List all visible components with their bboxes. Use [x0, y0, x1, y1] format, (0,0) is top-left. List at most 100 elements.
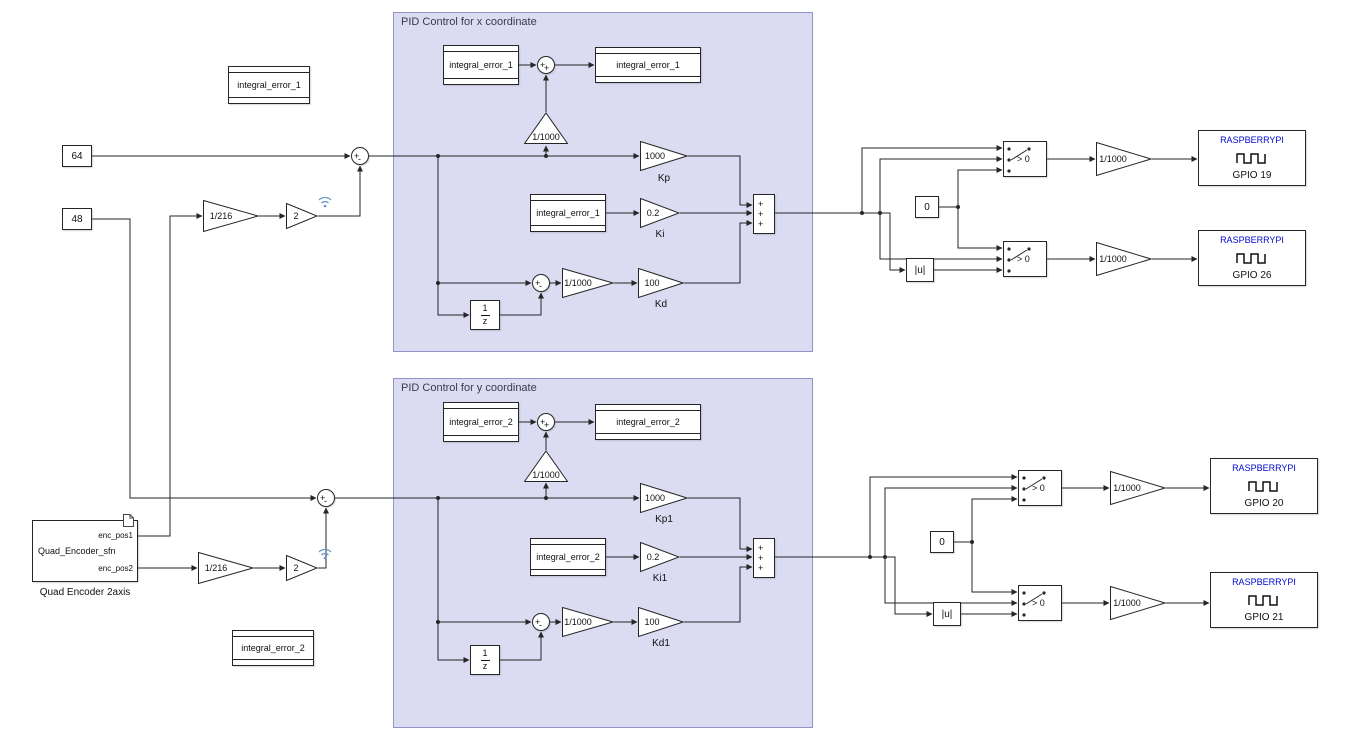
raspberrypi-label: RASPBERRYPI [1232, 577, 1296, 587]
data-store-write-y[interactable]: integral_error_2 [595, 404, 701, 440]
gain-ki-x[interactable]: 0.2 [640, 197, 681, 229]
sum-derivative-x[interactable]: + - [532, 274, 550, 292]
abs-label: |u| [914, 264, 926, 276]
gain-kd-y-label: Kd1 [652, 638, 670, 649]
gain-triangle [562, 606, 615, 638]
constant-value: 64 [71, 150, 83, 162]
gpio-label: GPIO 21 [1244, 612, 1284, 623]
switch-reverse-x[interactable]: > 0 [1003, 241, 1047, 277]
data-store-write-x[interactable]: integral_error_1 [595, 47, 701, 83]
gain-triangle [1110, 470, 1167, 506]
gain-integrator-y[interactable]: 1/1000 [523, 450, 569, 482]
gain-triangle [523, 450, 569, 482]
gain-output-reverse-x[interactable]: 1/1000 [1096, 241, 1153, 277]
gain-output-forward-y[interactable]: 1/1000 [1110, 470, 1167, 506]
constant-48[interactable]: 48 [62, 208, 92, 230]
gpio26-block[interactable]: RASPBERRYPI GPIO 26 [1198, 230, 1306, 286]
gpio-label: GPIO 26 [1232, 270, 1272, 281]
switch-criteria: > 0 [1017, 154, 1030, 164]
gain-2-x[interactable]: 2 [286, 202, 319, 230]
encoder-name: Quad_Encoder_sfn [38, 546, 116, 556]
switch-forward-x[interactable]: > 0 [1003, 141, 1047, 177]
plus-sign: + [758, 553, 764, 563]
gpio-label: GPIO 19 [1232, 170, 1272, 181]
gain-value: 1000 [645, 493, 665, 503]
switch-glyph [1007, 147, 1031, 173]
raspberrypi-label: RASPBERRYPI [1220, 235, 1284, 245]
abs-label: |u| [941, 608, 953, 620]
fraction-bar [480, 659, 490, 661]
raspberrypi-label: RASPBERRYPI [1232, 463, 1296, 473]
gain-encoder-scale-y[interactable]: 1/216 [198, 551, 255, 585]
gain-kd-x[interactable]: 100 [638, 267, 685, 299]
pwm-icon [1236, 253, 1266, 264]
gain-ki-y[interactable]: 0.2 [640, 541, 681, 573]
sum-error-x[interactable]: + - [351, 147, 369, 165]
gain-2-y[interactable]: 2 [286, 554, 319, 582]
sum-derivative-y[interactable]: + - [532, 613, 550, 631]
data-store-name: integral_error_1 [237, 80, 301, 90]
data-store-name: integral_error_2 [616, 417, 680, 427]
abs-x[interactable]: |u| [906, 258, 934, 282]
gain-value: 1/1000 [1113, 483, 1141, 493]
gain-output-reverse-y[interactable]: 1/1000 [1110, 585, 1167, 621]
data-store-read-y-integrator[interactable]: integral_error_2 [443, 402, 519, 442]
gain-triangle [640, 541, 681, 573]
plus-sign: + [758, 543, 764, 553]
pid-x-region-title: PID Control for x coordinate [401, 16, 537, 28]
gain-triangle [640, 482, 689, 514]
gpio21-block[interactable]: RASPBERRYPI GPIO 21 [1210, 572, 1318, 628]
switch-reverse-y[interactable]: > 0 [1018, 585, 1062, 621]
gain-value: 100 [644, 617, 659, 627]
gpio20-block[interactable]: RASPBERRYPI GPIO 20 [1210, 458, 1318, 514]
gain-value: 0.2 [647, 552, 660, 562]
gain-output-forward-x[interactable]: 1/1000 [1096, 141, 1153, 177]
gpio19-block[interactable]: RASPBERRYPI GPIO 19 [1198, 130, 1306, 186]
add-x[interactable]: + + + [753, 194, 775, 234]
gain-kp-x[interactable]: 1000 [640, 140, 689, 172]
data-store-read-y-ki[interactable]: integral_error_2 [530, 538, 606, 576]
encoder-port-enc-pos2: enc_pos2 [98, 564, 133, 573]
gain-value: 1/216 [205, 563, 228, 573]
fraction-numerator: 1 [482, 648, 488, 659]
plus-sign: + [758, 209, 764, 219]
minus-sign: - [358, 154, 361, 164]
gain-encoder-scale-x[interactable]: 1/216 [203, 199, 260, 233]
data-store-memory-y[interactable]: integral_error_2 [232, 630, 314, 666]
gain-kp-y[interactable]: 1000 [640, 482, 689, 514]
data-store-name: integral_error_1 [536, 208, 600, 218]
constant-zero-x[interactable]: 0 [915, 196, 939, 218]
data-store-memory-x[interactable]: integral_error_1 [228, 66, 310, 104]
sfunction-page-icon [123, 514, 134, 527]
minus-sign: - [539, 620, 542, 630]
gain-integrator-x[interactable]: 1/1000 [523, 112, 569, 144]
switch-glyph [1007, 247, 1031, 273]
plus-sign: + [544, 420, 550, 430]
pwm-icon [1248, 481, 1278, 492]
gain-derivative-scale-x[interactable]: 1/1000 [562, 267, 615, 299]
constant-64[interactable]: 64 [62, 145, 92, 167]
gain-value: 1/1000 [564, 278, 592, 288]
gain-triangle [640, 197, 681, 229]
gain-derivative-scale-y[interactable]: 1/1000 [562, 606, 615, 638]
data-store-name: integral_error_1 [449, 60, 513, 70]
data-store-name: integral_error_2 [241, 643, 305, 653]
sum-error-y[interactable]: + - [317, 489, 335, 507]
plus-sign: + [540, 60, 546, 70]
constant-zero-y[interactable]: 0 [930, 531, 954, 553]
gain-kd-y[interactable]: 100 [638, 606, 685, 638]
plus-sign: + [320, 493, 326, 503]
switch-forward-y[interactable]: > 0 [1018, 470, 1062, 506]
data-store-read-x-integrator[interactable]: integral_error_1 [443, 45, 519, 85]
gain-triangle [1096, 141, 1153, 177]
add-y[interactable]: + + + [753, 538, 775, 578]
sum-integrator-x[interactable]: + + [537, 56, 555, 74]
quad-encoder-block[interactable]: Quad_Encoder_sfn enc_pos1 enc_pos2 [32, 514, 138, 582]
abs-y[interactable]: |u| [933, 602, 961, 626]
sum-integrator-y[interactable]: + + [537, 413, 555, 431]
data-store-read-x-ki[interactable]: integral_error_1 [530, 194, 606, 232]
